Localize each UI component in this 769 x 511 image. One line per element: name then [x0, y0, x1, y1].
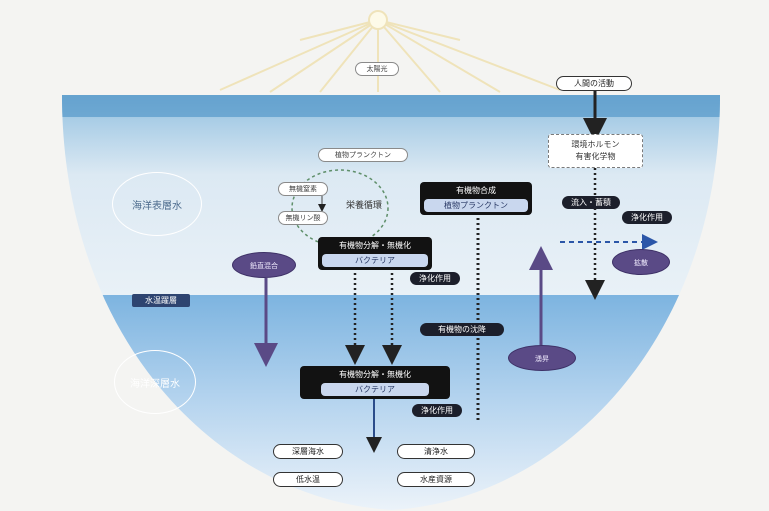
photosynthesis-title: 有機物合成 — [456, 186, 496, 195]
thermocline-label: 水温躍層 — [132, 294, 190, 307]
decomposition-upper-box: 有機物分解・無機化 バクテリア — [318, 237, 432, 270]
purification-lower-label: 浄化作用 — [412, 404, 462, 417]
decomposition-lower-title: 有機物分解・無機化 — [339, 370, 411, 379]
human-activity-label: 人間の活動 — [556, 76, 632, 91]
bacteria-lower: バクテリア — [321, 383, 429, 396]
bacteria-upper: バクテリア — [322, 254, 428, 267]
decomposition-upper-title: 有機物分解・無機化 — [339, 241, 411, 250]
resource-clean-water: 清浄水 — [397, 444, 475, 459]
purification-upper-label: 浄化作用 — [410, 272, 460, 285]
hormone-box: 環境ホルモン 有害化学物 — [548, 134, 643, 168]
deep-water-label: 海洋深層水 — [130, 378, 180, 390]
surface-water-label: 海洋表層水 — [132, 200, 182, 212]
hormone-line2: 有害化学物 — [575, 152, 616, 161]
purification-right-label: 浄化作用 — [622, 211, 672, 224]
sun-icon — [219, 10, 561, 93]
resource-fishery: 水産資源 — [397, 472, 475, 487]
decomposition-lower-box: 有機物分解・無機化 バクテリア — [300, 366, 450, 399]
nutrient-cycle-label: 栄養循環 — [345, 201, 382, 211]
surface-water-zone: 海洋表層水 — [112, 172, 202, 236]
phytoplankton-label: 植物プランクトン — [318, 148, 408, 162]
photosynthesis-sub: 植物プランクトン — [424, 199, 528, 212]
sunlight-label: 太陽光 — [355, 62, 399, 76]
vertical-mixing-ellipse: 鉛直混合 — [232, 252, 296, 278]
inorganic-n-label: 無機窒素 — [278, 182, 328, 196]
resource-low-temp: 低水温 — [273, 472, 343, 487]
upwelling-ellipse: 湧昇 — [508, 345, 576, 371]
inorganic-p-label: 無機リン酸 — [278, 211, 328, 225]
sinking-organic-label: 有機物の沈降 — [420, 323, 504, 336]
inflow-label: 流入・蓄積 — [562, 196, 620, 209]
photosynthesis-box: 有機物合成 植物プランクトン — [420, 182, 532, 215]
resource-deep-seawater: 深層海水 — [273, 444, 343, 459]
diffusion-ellipse: 拡散 — [612, 249, 670, 275]
deep-water-zone: 海洋深層水 — [114, 350, 196, 414]
hormone-line1: 環境ホルモン — [571, 140, 620, 149]
